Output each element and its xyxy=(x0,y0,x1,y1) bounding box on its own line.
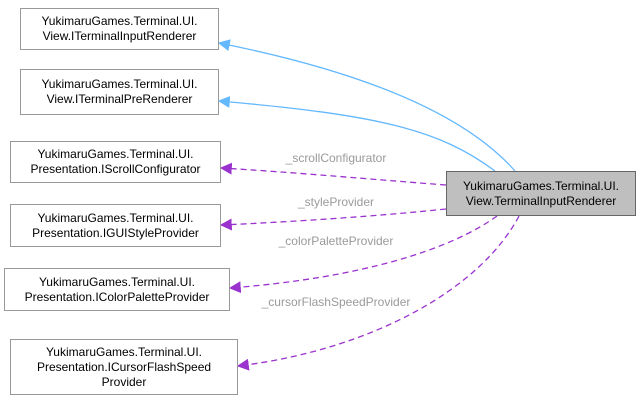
node-line: YukimaruGames.Terminal.UI. xyxy=(38,274,196,289)
node-line: Presentation.IGUIStyleProvider xyxy=(32,225,199,240)
node-line: YukimaruGames.Terminal.UI. xyxy=(37,210,194,225)
node-line: YukimaruGames.Terminal.UI. xyxy=(37,147,194,161)
edge-label-scroll-configurator: _scrollConfigurator xyxy=(285,151,387,165)
node-icursor-flash-speed-provider[interactable]: YukimaruGames.Terminal.UI. Presentation.… xyxy=(10,339,238,395)
node-terminal-input-renderer[interactable]: YukimaruGames.Terminal.UI. View.Terminal… xyxy=(446,171,636,216)
node-iterminal-pre-renderer[interactable]: YukimaruGames.Terminal.UI. View.ITermina… xyxy=(20,69,219,115)
node-line: Presentation.IScrollConfigurator xyxy=(30,162,201,176)
usage-edge-scroll-configurator xyxy=(219,162,447,186)
node-line: Presentation.IColorPaletteProvider xyxy=(24,289,210,304)
edge-label-cursor-flash-speed-provider: _cursorFlashSpeedProvider xyxy=(261,295,411,309)
inheritance-edge-pre-renderer xyxy=(217,95,496,172)
node-line: YukimaruGames.Terminal.UI. xyxy=(41,14,198,28)
node-iterminal-input-renderer[interactable]: YukimaruGames.Terminal.UI. View.ITermina… xyxy=(20,8,219,50)
inheritance-edge-input-renderer xyxy=(217,39,516,172)
node-line: YukimaruGames.Terminal.UI. xyxy=(462,178,620,193)
node-line: View.ITerminalInputRenderer xyxy=(42,29,197,43)
node-line: YukimaruGames.Terminal.UI. xyxy=(45,344,203,359)
node-line: View.ITerminalPreRenderer xyxy=(46,92,193,106)
edge-label-style-provider: _styleProvider xyxy=(297,195,374,209)
node-line: YukimaruGames.Terminal.UI. xyxy=(41,77,198,91)
edge-label-color-palette-provider: _colorPaletteProvider xyxy=(278,234,394,248)
node-line: Provider xyxy=(101,374,147,389)
usage-edge-style-provider xyxy=(219,208,447,231)
node-icolor-palette-provider[interactable]: YukimaruGames.Terminal.UI. Presentation.… xyxy=(4,268,230,311)
node-line: View.TerminalInputRenderer xyxy=(465,193,617,208)
usage-edge-color-palette-provider xyxy=(228,215,498,294)
node-iscroll-configurator[interactable]: YukimaruGames.Terminal.UI. Presentation.… xyxy=(10,141,221,183)
usage-edge-cursor-flash-speed-provider xyxy=(236,215,520,371)
node-line: Presentation.ICursorFlashSpeed xyxy=(36,359,212,374)
node-igui-style-provider[interactable]: YukimaruGames.Terminal.UI. Presentation.… xyxy=(10,204,221,247)
